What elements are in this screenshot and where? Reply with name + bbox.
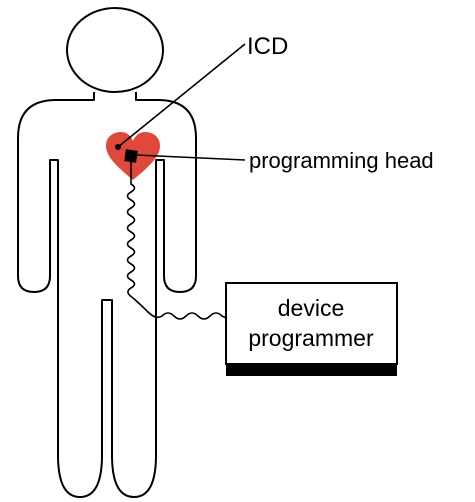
programming-head-icon	[124, 149, 138, 163]
human-body-outline	[17, 7, 197, 498]
coiled-cable	[126, 162, 227, 320]
icd-leader-line	[117, 43, 246, 148]
icd-label: ICD	[247, 33, 288, 60]
device-programmer-label-line2: programmer	[248, 325, 374, 351]
device-programmer-box	[225, 282, 398, 365]
programming-head-leader-line	[135, 154, 246, 161]
programming-head-label: programming head	[249, 148, 434, 173]
device-programmer-label-line1: device	[278, 295, 344, 321]
head-outline	[66, 7, 164, 93]
device-programmer-base	[226, 364, 397, 376]
torso-arms-legs-outline	[17, 92, 197, 498]
